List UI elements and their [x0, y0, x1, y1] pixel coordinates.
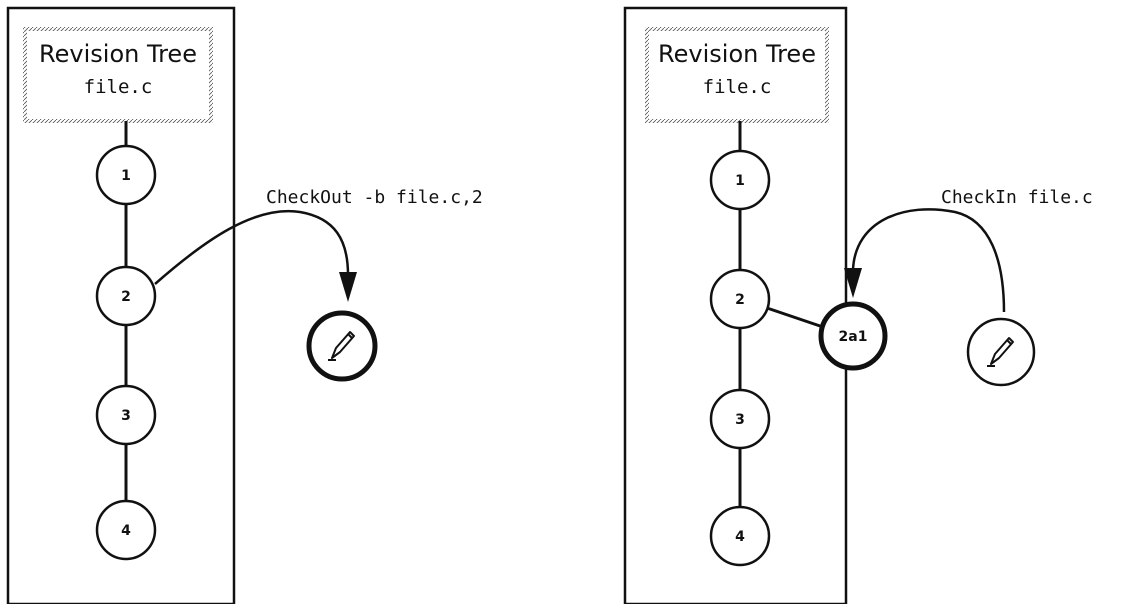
right-title: Revision Tree [658, 40, 816, 68]
svg-text:2a1: 2a1 [839, 329, 868, 345]
checkin-command-label: CheckIn file.c [941, 187, 1093, 208]
left-revision-node-1: 1 [95, 144, 157, 206]
svg-text:2: 2 [121, 289, 131, 305]
right-revision-node-1: 1 [709, 149, 771, 211]
left-title: Revision Tree [39, 40, 197, 68]
left-revision-node-2: 2 [95, 265, 157, 327]
svg-text:3: 3 [735, 412, 745, 428]
right-trunk-edges [738, 121, 824, 507]
right-panel: Revision Tree file.c 1 2 3 4 2a [623, 6, 888, 604]
left-title-box: Revision Tree file.c [23, 27, 213, 123]
right-revision-node-4: 4 [709, 505, 771, 567]
svg-text:1: 1 [735, 173, 745, 189]
svg-text:2: 2 [735, 292, 745, 308]
right-file-name: file.c [703, 76, 772, 98]
left-file-name: file.c [84, 76, 153, 98]
branch-node-2a1: 2a1 [818, 301, 888, 371]
svg-text:4: 4 [121, 523, 131, 539]
checked-out-workspace [306, 310, 378, 382]
left-revision-node-3: 3 [95, 384, 157, 446]
right-revision-node-2: 2 [709, 268, 771, 330]
left-panel: Revision Tree file.c 1 2 3 4 [6, 6, 236, 604]
checkout-command-label: CheckOut -b file.c,2 [266, 187, 483, 208]
svg-text:3: 3 [121, 408, 131, 424]
right-title-box: Revision Tree file.c [645, 27, 829, 123]
right-revision-node-3: 3 [709, 388, 771, 450]
svg-text:1: 1 [121, 168, 131, 184]
left-revision-node-4: 4 [95, 499, 157, 561]
workspace-file [966, 317, 1036, 387]
svg-text:4: 4 [735, 529, 745, 545]
checkin-arrow [844, 208, 1006, 313]
checkout-arrow [154, 209, 357, 302]
left-panel-frame [6, 6, 236, 604]
